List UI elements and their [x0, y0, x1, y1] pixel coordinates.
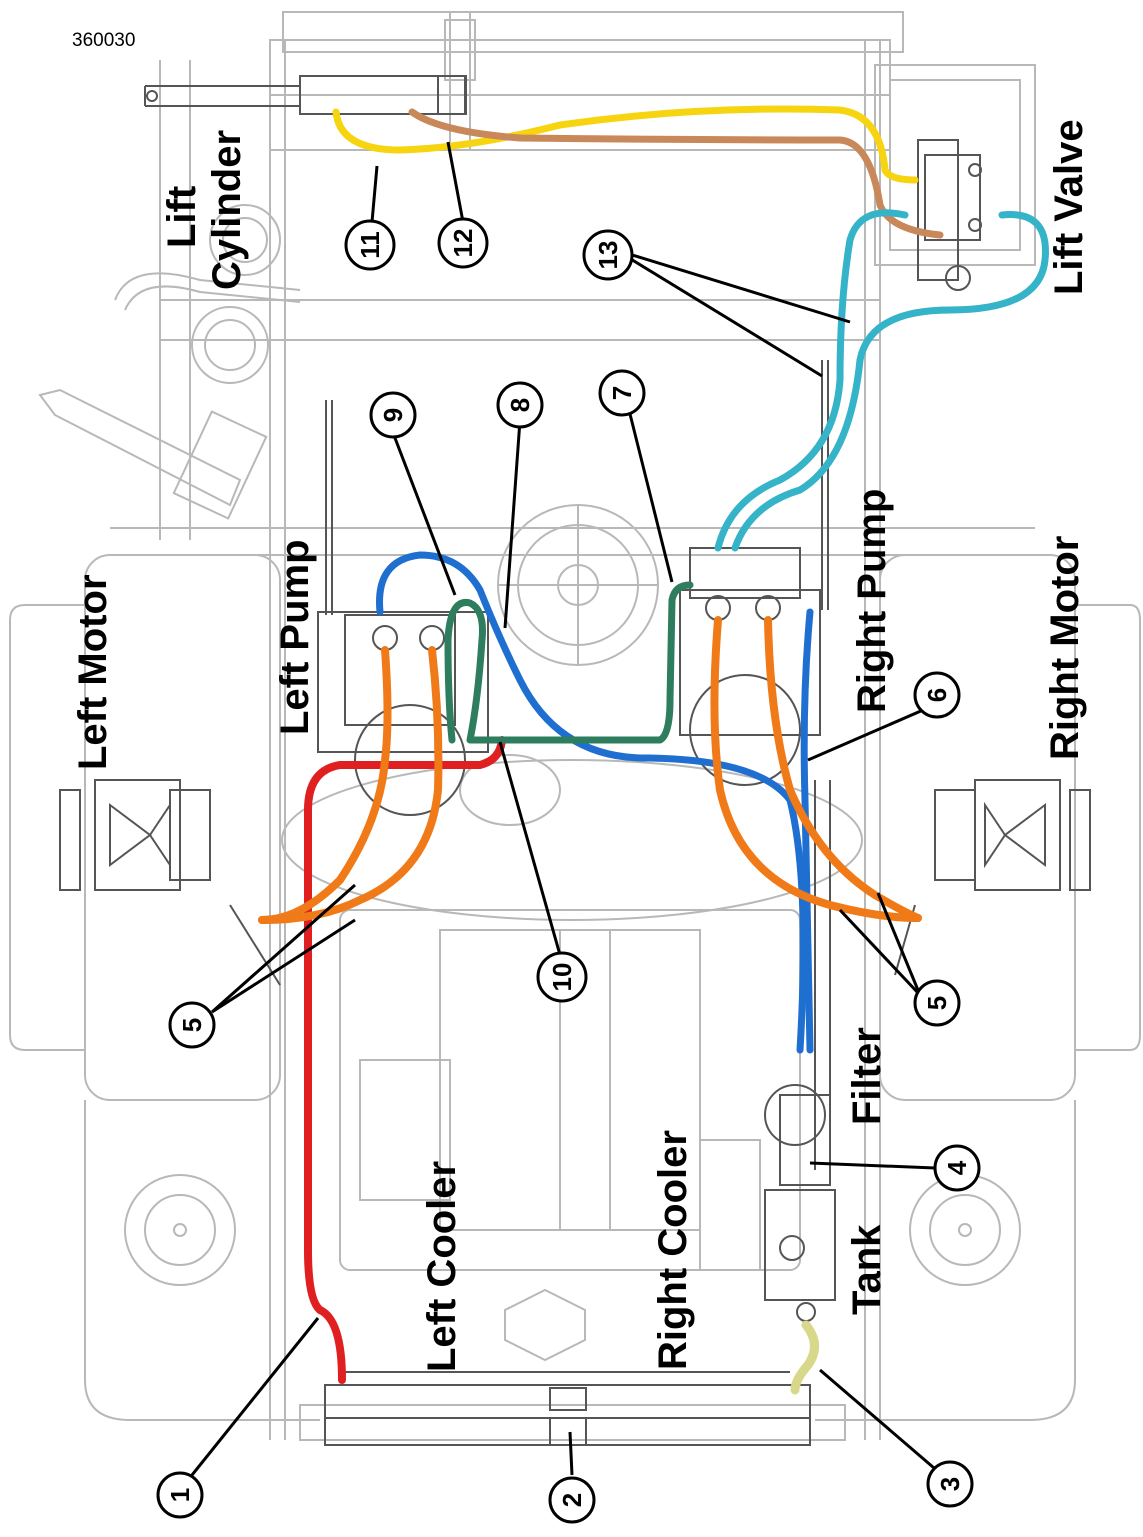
hose-tan — [408, 108, 944, 239]
svg-text:9: 9 — [378, 408, 408, 422]
callout-12: 12 — [437, 217, 489, 269]
hose-orange-2 — [258, 646, 443, 924]
callout-6: 6 — [913, 671, 961, 719]
hose-teal-2 — [731, 211, 1049, 552]
svg-text:1: 1 — [165, 1488, 195, 1502]
svg-text:5: 5 — [177, 1018, 207, 1032]
hose-orange-1 — [258, 646, 392, 924]
svg-text:11: 11 — [355, 231, 385, 259]
hose-teal-1 — [714, 209, 909, 552]
svg-text:6: 6 — [922, 688, 952, 702]
hose-blue-1 — [376, 551, 807, 1054]
callout-5-left: 5 — [168, 1001, 216, 1049]
callout-10: 10 — [536, 951, 588, 1003]
hose-blue-2 — [800, 608, 814, 1054]
label-right-motor: Right Motor — [1043, 536, 1087, 760]
label-tank: Tank — [845, 1224, 889, 1315]
callouts: 1 2 3 4 5 5 6 7 — [156, 217, 981, 1524]
svg-text:3: 3 — [935, 1477, 965, 1491]
svg-text:12: 12 — [448, 229, 478, 258]
label-lift-cylinder-line2: Cylinder — [205, 130, 249, 290]
hose-orange-4 — [764, 616, 922, 922]
svg-text:2: 2 — [557, 1493, 587, 1507]
callout-1: 1 — [156, 1471, 204, 1519]
filter-canister — [764, 1084, 826, 1146]
hose-red — [304, 736, 506, 1384]
tank-body — [764, 1189, 836, 1301]
callout-9: 9 — [369, 391, 417, 439]
document-id: 360030 — [72, 30, 136, 51]
callout-3: 3 — [926, 1460, 974, 1508]
label-filter: Filter — [845, 1027, 889, 1125]
right-pump-body — [679, 589, 821, 736]
label-lift-cylinder-line1: Lift — [160, 186, 204, 248]
hose-orange-3 — [710, 616, 922, 922]
label-right-cooler: Right Cooler — [651, 1130, 695, 1370]
machine-frame — [9, 11, 1141, 1441]
svg-text:10: 10 — [547, 963, 577, 992]
label-left-cooler: Left Cooler — [420, 1161, 464, 1372]
svg-text:7: 7 — [607, 386, 637, 400]
svg-text:4: 4 — [942, 1160, 972, 1175]
callout-5-right: 5 — [913, 979, 961, 1027]
lift-valve-body — [917, 139, 959, 281]
leader-lines — [178, 141, 949, 1491]
callout-13: 13 — [582, 229, 634, 281]
label-right-pump: Right Pump — [850, 489, 894, 713]
label-left-motor: Left Motor — [71, 574, 115, 770]
callout-7: 7 — [598, 369, 646, 417]
svg-text:13: 13 — [593, 241, 623, 270]
left-pump-body — [317, 611, 489, 753]
hose-green — [444, 581, 694, 744]
hose-yellow — [332, 105, 919, 184]
mechanical-parts — [59, 75, 1091, 1446]
callout-8: 8 — [496, 381, 544, 429]
label-left-pump: Left Pump — [273, 539, 317, 735]
label-lift-valve: Lift Valve — [1047, 119, 1091, 295]
callout-2: 2 — [548, 1476, 596, 1524]
oil-cooler — [324, 1384, 811, 1446]
right-pump-top — [689, 547, 801, 599]
callout-4: 4 — [933, 1144, 981, 1192]
svg-text:5: 5 — [922, 996, 952, 1010]
hoses — [258, 105, 1049, 1395]
hose-pale-yellow — [790, 1320, 819, 1395]
component-labels: Lift Cylinder Lift Valve Left Motor Left… — [71, 119, 1091, 1372]
callout-11: 11 — [344, 219, 396, 271]
svg-text:8: 8 — [505, 398, 535, 412]
